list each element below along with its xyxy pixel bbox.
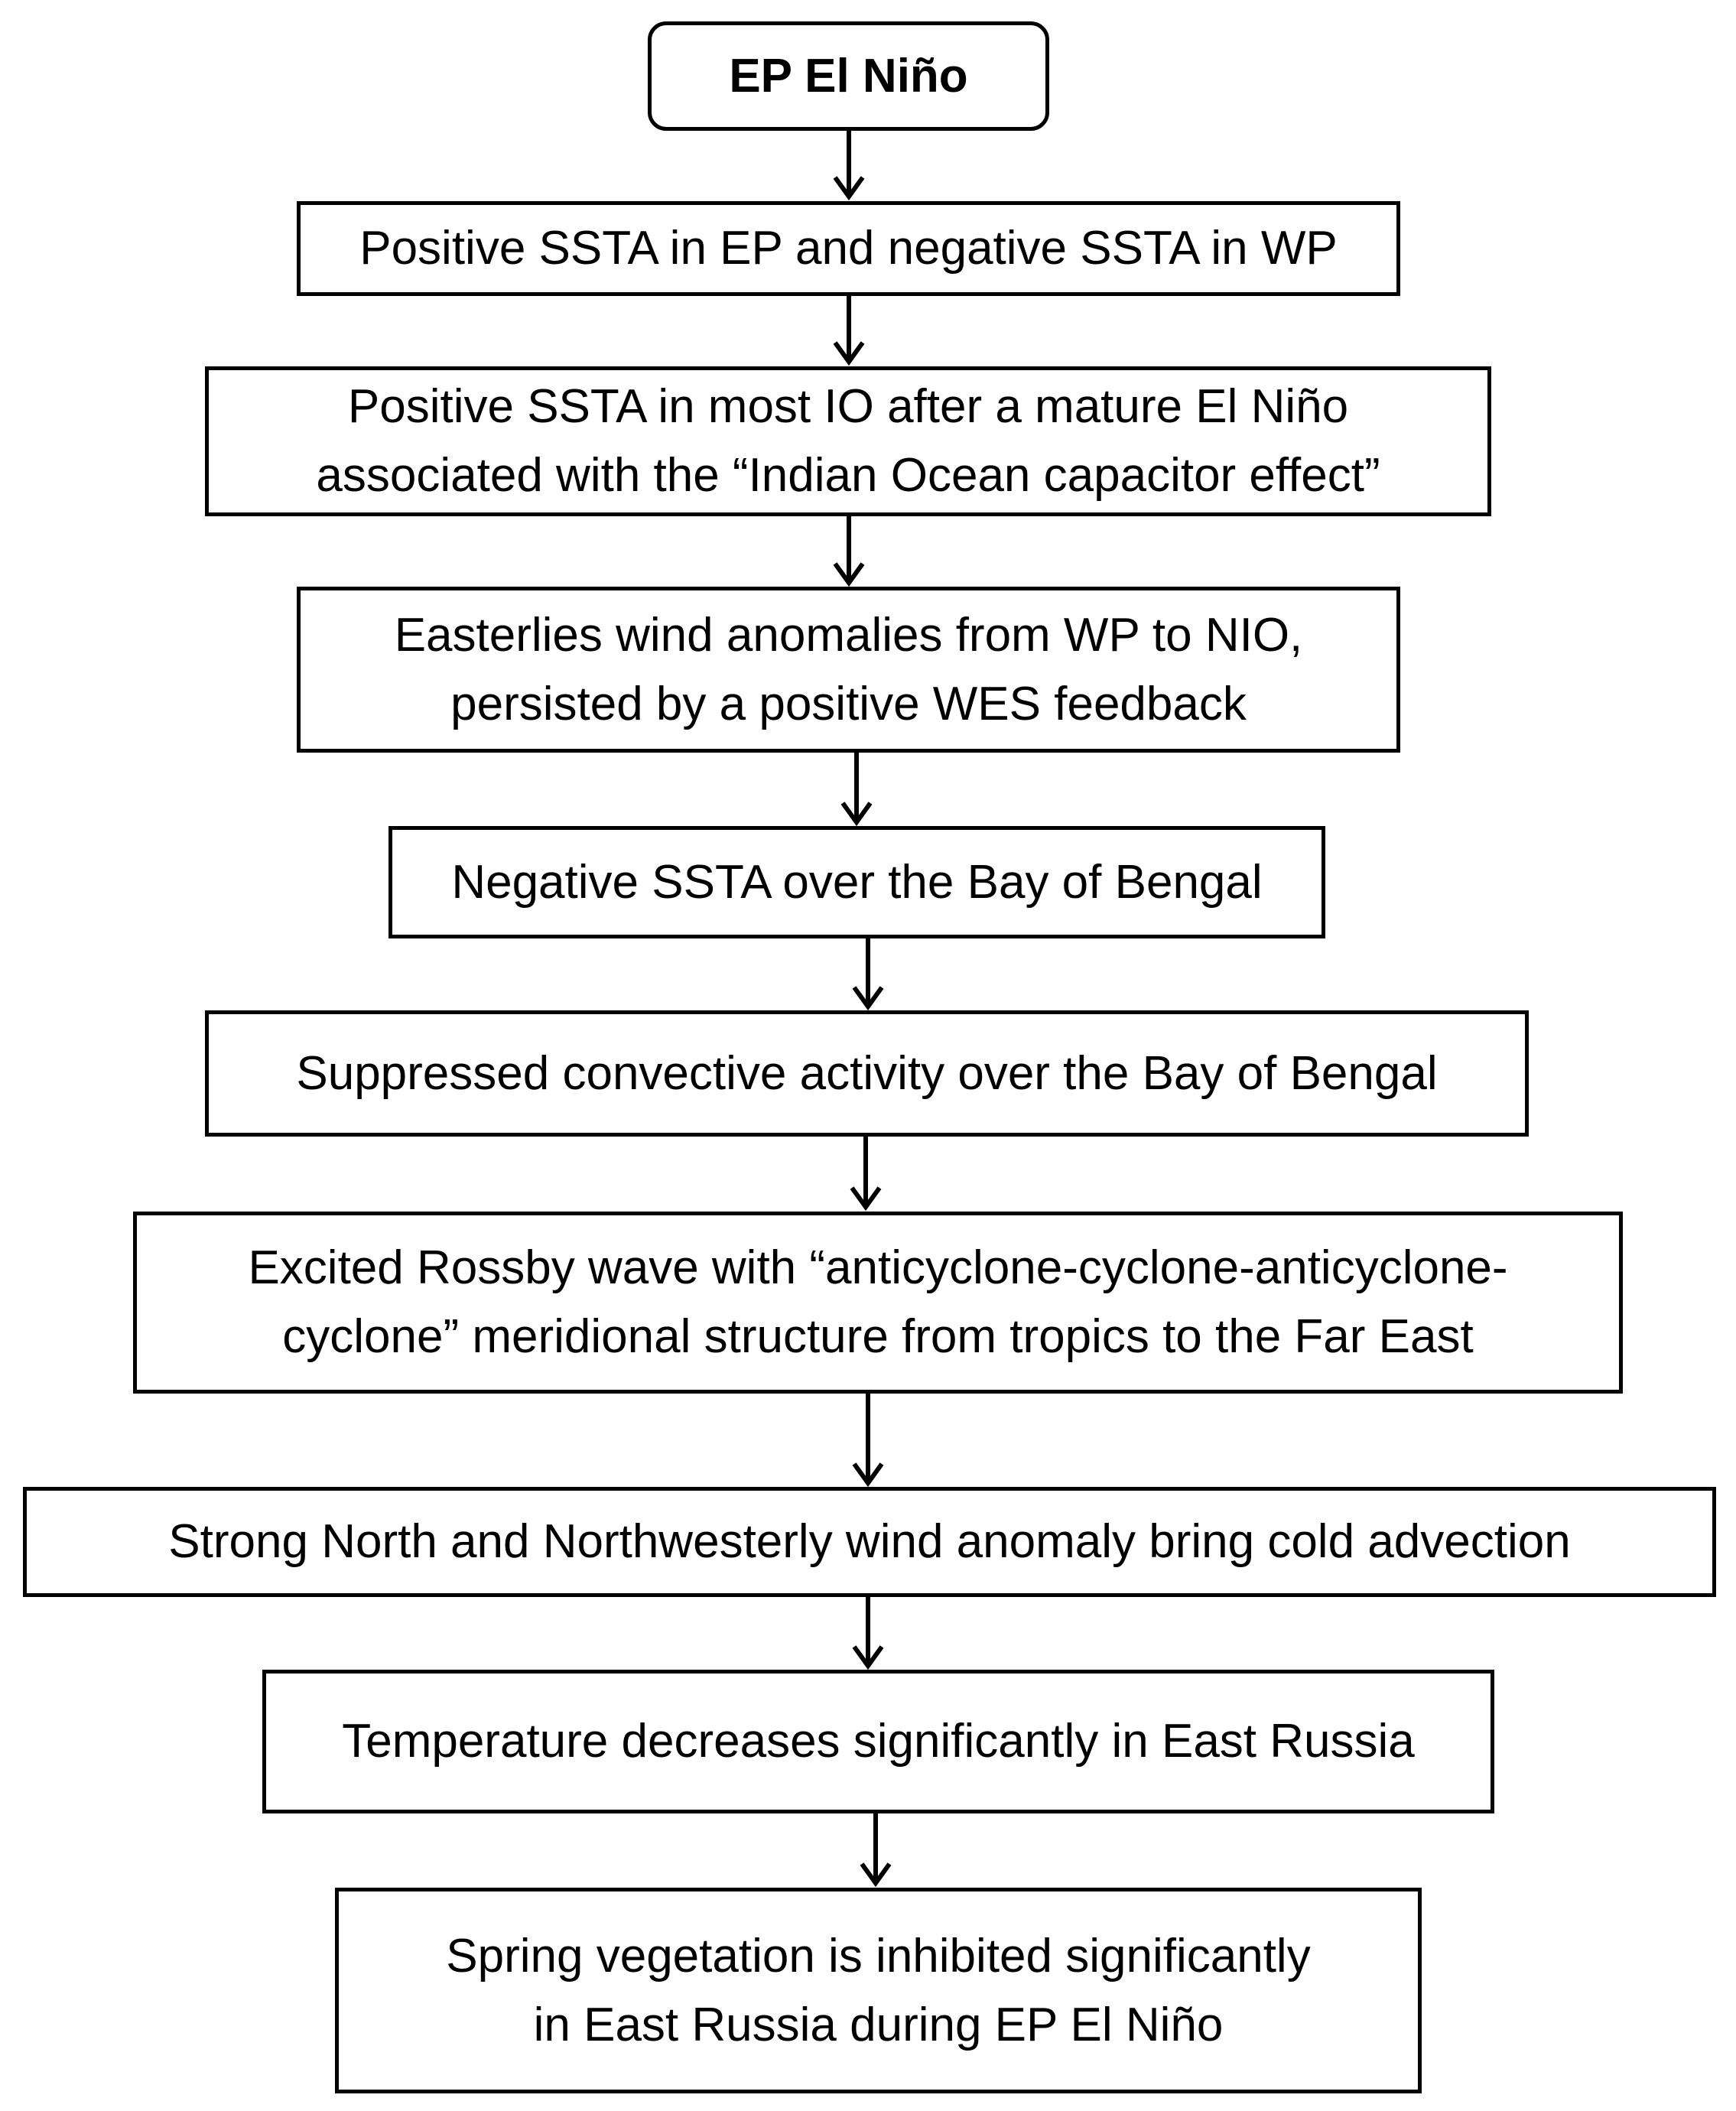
arrow-step-8-to-step-9 [860,1813,892,1888]
arrow-step-1-to-step-2 [833,295,865,366]
arrow-step-4-to-step-5 [852,938,884,1011]
arrow-step-3-to-step-4 [840,752,873,827]
step-6-line-1: Excited Rossby wave with “anticyclone-cy… [248,1241,1508,1295]
step-2-box: Positive SSTA in most IO after a mature … [205,366,1491,516]
step-9-box: Spring vegetation is inhibited significa… [335,1888,1422,2093]
step-8-box: Temperature decreases significantly in E… [262,1670,1494,1813]
step-7-text: Strong North and Northwesterly wind anom… [168,1515,1571,1569]
step-8-text: Temperature decreases significantly in E… [342,1715,1415,1768]
step-3-box: Easterlies wind anomalies from WP to NIO… [297,587,1400,753]
step-2-line-1: Positive SSTA in most IO after a mature … [347,380,1349,434]
arrow-step-6-to-step-7 [852,1393,884,1488]
step-7-box: Strong North and Northwesterly wind anom… [23,1487,1716,1597]
step-1-box: Positive SSTA in EP and negative SSTA in… [297,201,1400,296]
step-9-line-1: Spring vegetation is inhibited significa… [446,1929,1311,1983]
arrow-step-5-to-step-6 [850,1136,882,1212]
step-6-line-2: cyclone” meridional structure from tropi… [282,1310,1474,1363]
step-2-line-2: associated with the “Indian Ocean capaci… [316,449,1380,502]
step-1-text: Positive SSTA in EP and negative SSTA in… [359,222,1338,275]
step-5-box: Suppressed convective activity over the … [205,1010,1529,1137]
step-4-box: Negative SSTA over the Bay of Bengal [388,826,1325,938]
step-3-line-1: Easterlies wind anomalies from WP to NIO… [394,608,1303,662]
arrow-step-7-to-step-8 [852,1596,884,1670]
arrow-start-to-step-1 [833,130,865,201]
step-3-line-2: persisted by a positive WES feedback [450,677,1247,730]
step-4-text: Negative SSTA over the Bay of Bengal [451,855,1263,909]
step-5-text: Suppressed convective activity over the … [296,1046,1438,1100]
step-6-box: Excited Rossby wave with “anticyclone-cy… [133,1212,1623,1394]
start-node: EP El Niño [648,21,1049,131]
step-9-line-2: in East Russia during EP El Niño [533,1998,1224,2051]
arrow-step-2-to-step-3 [833,516,865,587]
start-node-label: EP El Niño [729,49,968,102]
